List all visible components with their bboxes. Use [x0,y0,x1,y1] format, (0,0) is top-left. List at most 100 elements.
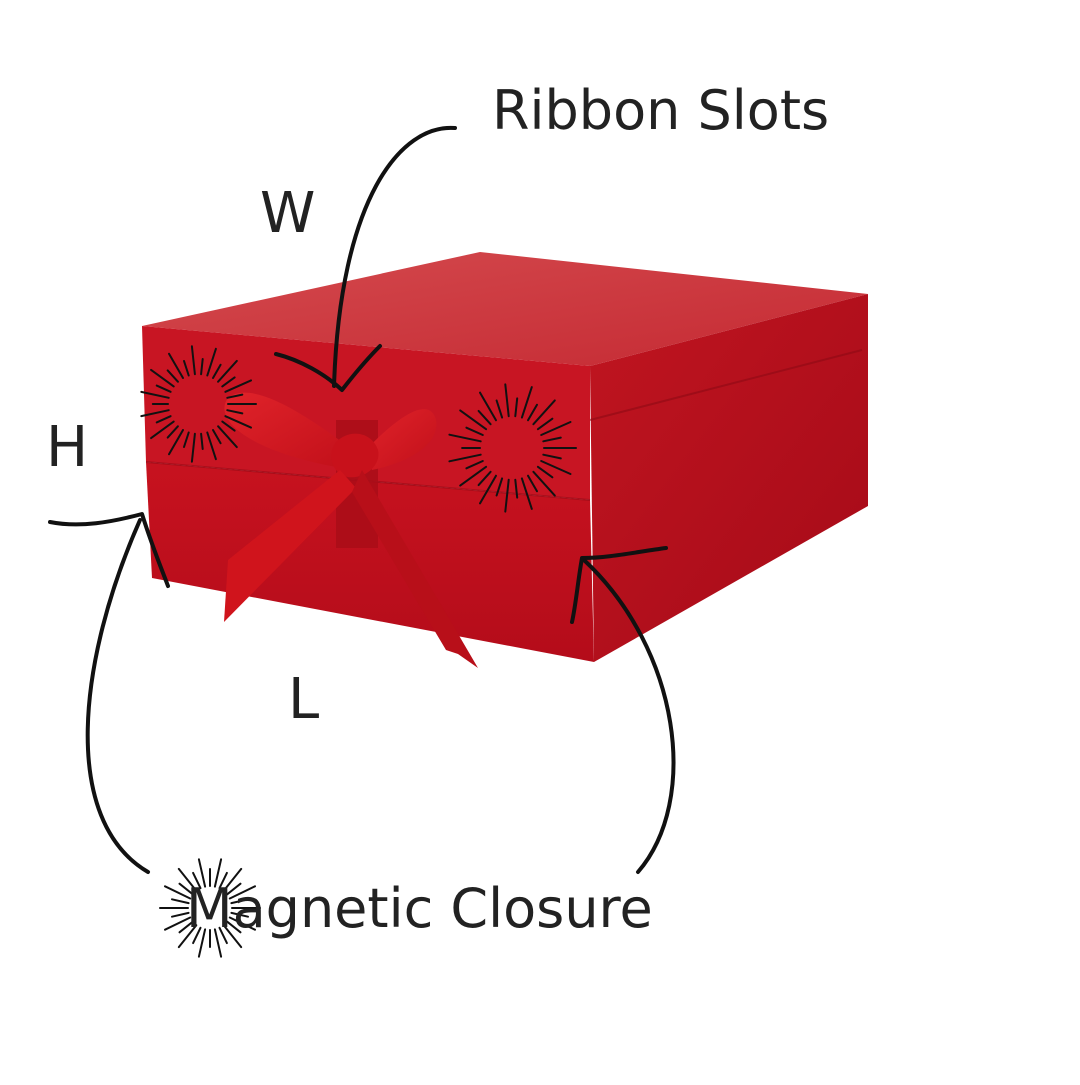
burst-ray [197,928,207,958]
burst-ray [495,399,504,419]
burst-ray [465,426,484,436]
burst-ray [228,916,256,931]
arrow-magnetic-right-head [570,546,668,624]
burst-ray [224,415,252,429]
burst-ray [192,926,202,945]
burst-ray [206,431,217,461]
burst-ray [230,898,249,905]
sparkle-burst-icon [159,858,261,958]
burst-ray [459,465,488,487]
burst-ray [155,384,172,393]
arrow-ribbon-slots-head [274,344,382,392]
burst-ray [206,347,217,377]
burst-ray [197,858,207,888]
burst-ray [504,383,510,418]
sparkle-burst-icon [448,383,577,513]
height-label: H [46,415,89,480]
burst-ray [177,867,198,892]
burst-ray [479,391,497,422]
burst-ray [228,885,256,900]
arrow-magnetic-left-head [48,512,170,588]
burst-ray [212,429,222,445]
burst-ray [171,911,190,918]
burst-ray [230,911,249,918]
burst-ray [171,898,190,905]
burst-ray [514,478,519,499]
burst-ray [532,470,556,497]
burst-ray [190,432,196,463]
magnetic-closure-label: Magnetic Closure [186,877,653,940]
sparkle-burst-icon [140,345,257,463]
gift-box [142,252,868,662]
burst-ray [217,359,238,383]
burst-ray [192,871,202,890]
burst-ray [477,470,492,487]
burst-ray [226,393,244,399]
burst-ray [536,465,554,479]
burst-ray [540,460,572,475]
arrow-ribbon-slots [332,125,457,388]
burst-ray [514,397,519,418]
burst-ray [217,425,238,449]
burst-ray [495,477,504,497]
burst-ray [140,390,170,399]
burst-ray [224,379,252,393]
burst-ray [200,432,204,450]
box-base-front [146,462,594,662]
burst-ray [150,420,175,440]
burst-ray [527,474,538,493]
bow-loop-right [366,409,437,470]
burst-ray [477,409,492,426]
burst-ray [200,358,204,376]
burst-ray [183,431,190,448]
burst-ray [536,417,554,431]
burst-ray [222,867,243,892]
burst-ray [532,399,556,426]
burst-ray [164,916,192,931]
burst-ray [218,871,228,890]
burst-ray [166,425,179,439]
bow-tail-right [352,470,478,668]
burst-ray [218,926,228,945]
length-label: L [288,667,320,732]
burst-ray [178,920,194,934]
burst-ray [177,924,198,949]
burst-ray [226,920,242,934]
box-lid-top [142,252,868,366]
burst-ray [166,369,179,383]
box-side [590,294,868,662]
arrow-magnetic-right [582,558,676,874]
box-lid-front [142,326,590,500]
ribbon-slots-label: Ribbon Slots [492,79,830,142]
burst-ray [542,436,562,443]
burst-ray [226,409,244,415]
burst-ray [213,928,223,958]
burst-ray [212,363,222,379]
burst-ray [150,368,175,388]
burst-ray [168,429,184,456]
bow-loop-left [224,392,350,468]
bow-knot [331,433,379,478]
burst-ray [448,453,482,463]
arrow-magnetic-left [85,518,150,874]
width-label: W [260,181,316,246]
bow-tail-left [224,470,356,622]
burst-ray [465,460,484,470]
burst-ray [479,474,497,505]
burst-ray [448,433,482,443]
burst-ray [178,882,194,896]
burst-ray [520,386,533,419]
burst-ray [164,885,192,900]
burst-ray [168,352,184,379]
burst-ray [542,453,562,460]
burst-ray [140,409,170,418]
burst-ray [221,376,236,388]
burst-ray [520,477,533,510]
burst-ray [222,924,243,949]
burst-ray [183,360,190,377]
burst-ray [226,882,242,896]
burst-ray [459,409,488,431]
lid-seam-side [589,349,863,421]
